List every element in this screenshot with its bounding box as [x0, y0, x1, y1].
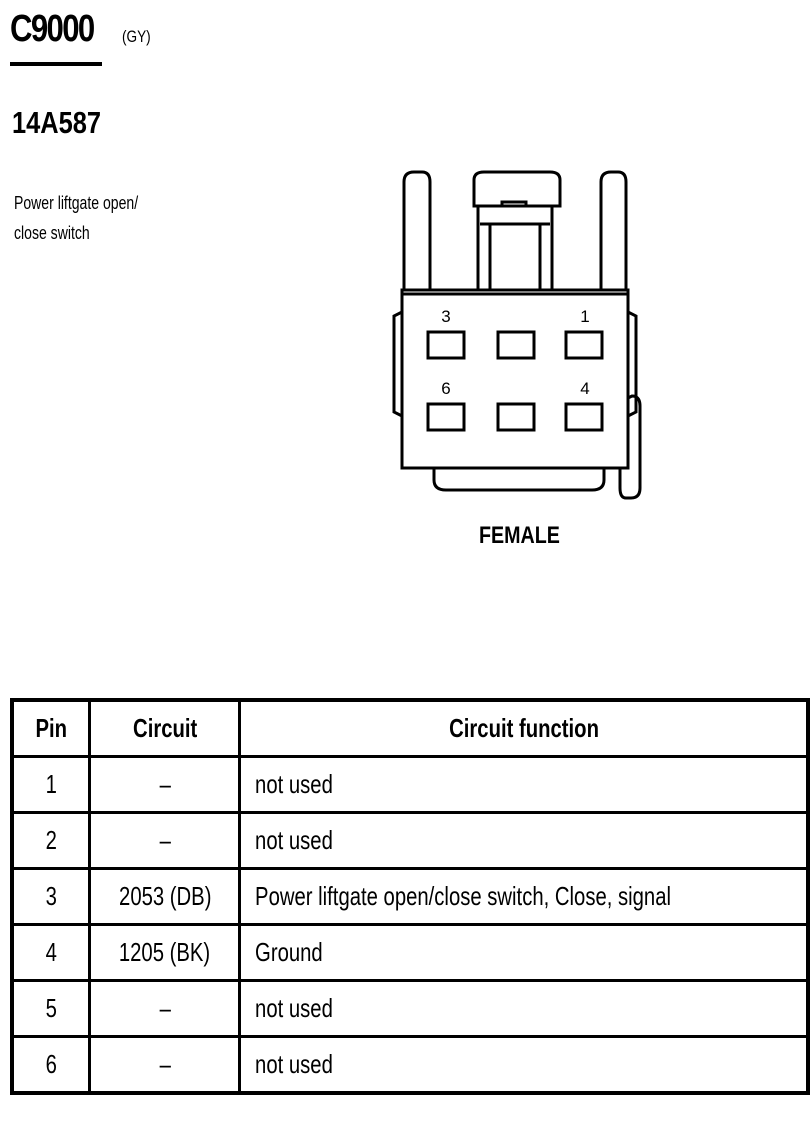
cavity-6	[426, 402, 466, 432]
bottom-skirt	[432, 468, 606, 492]
title-underline	[10, 62, 102, 66]
pin-cell: 3	[10, 867, 92, 926]
cavity-2	[496, 330, 536, 360]
circuit-cell: –	[88, 755, 242, 814]
cavity-1	[564, 330, 604, 360]
lock-tab-base	[474, 204, 560, 226]
left-latch-arm	[402, 170, 432, 290]
part-number: 14A587	[12, 105, 102, 140]
header-circuit-function: Circuit function	[238, 698, 810, 758]
description-line-1: Power liftgate open/	[14, 193, 139, 213]
gender-label: FEMALE	[479, 522, 560, 549]
circuit-cell: –	[88, 811, 242, 870]
function-cell: Power liftgate open/close switch, Close,…	[238, 867, 810, 926]
cavity-label-4: 4	[580, 379, 589, 398]
table-row: 6 – not used	[10, 1035, 810, 1095]
lock-tab-stem	[476, 206, 554, 290]
pin-cell: 1	[10, 755, 92, 814]
connector-id: C9000	[10, 8, 95, 50]
cavity-label-1: 1	[580, 307, 589, 326]
connector-description: Power liftgate open/ close switch	[14, 188, 170, 248]
cavity-4	[564, 402, 604, 432]
table-header-row: Pin Circuit Circuit function	[10, 698, 810, 758]
pin-cell: 6	[10, 1035, 92, 1095]
function-cell: not used	[238, 1035, 810, 1095]
color-code: (GY)	[122, 27, 151, 46]
function-cell: not used	[238, 755, 810, 814]
right-latch-arm	[599, 170, 628, 290]
circuit-cell: –	[88, 979, 242, 1038]
cavity-label-3: 3	[441, 307, 450, 326]
connector-face-diagram: 3 1 6 4	[392, 170, 642, 500]
function-cell: not used	[238, 811, 810, 870]
pin-cell: 4	[10, 923, 92, 982]
polarization-key	[618, 394, 642, 500]
circuit-cell: –	[88, 1035, 242, 1095]
table-row: 1 – not used	[10, 755, 810, 814]
circuit-cell: 1205 (BK)	[88, 923, 242, 982]
table-row: 2 – not used	[10, 811, 810, 870]
lock-tab	[472, 170, 562, 208]
function-cell: not used	[238, 979, 810, 1038]
left-rib	[392, 310, 403, 418]
right-rib	[627, 310, 638, 418]
lock-tab-slot	[500, 200, 528, 206]
cavity-5	[496, 402, 536, 432]
header-circuit: Circuit	[88, 698, 242, 758]
cavity-label-6: 6	[441, 379, 450, 398]
table-row: 4 1205 (BK) Ground	[10, 923, 810, 982]
table-row: 5 – not used	[10, 979, 810, 1038]
table-row: 3 2053 (DB) Power liftgate open/close sw…	[10, 867, 810, 926]
header-pin: Pin	[10, 698, 92, 758]
connector-body	[400, 288, 630, 470]
description-line-2: close switch	[14, 223, 90, 243]
function-cell: Ground	[238, 923, 810, 982]
circuit-cell: 2053 (DB)	[88, 867, 242, 926]
pin-cell: 5	[10, 979, 92, 1038]
cavity-3	[426, 330, 466, 360]
pin-table: Pin Circuit Circuit function 1 – not use…	[10, 698, 810, 1095]
pin-cell: 2	[10, 811, 92, 870]
